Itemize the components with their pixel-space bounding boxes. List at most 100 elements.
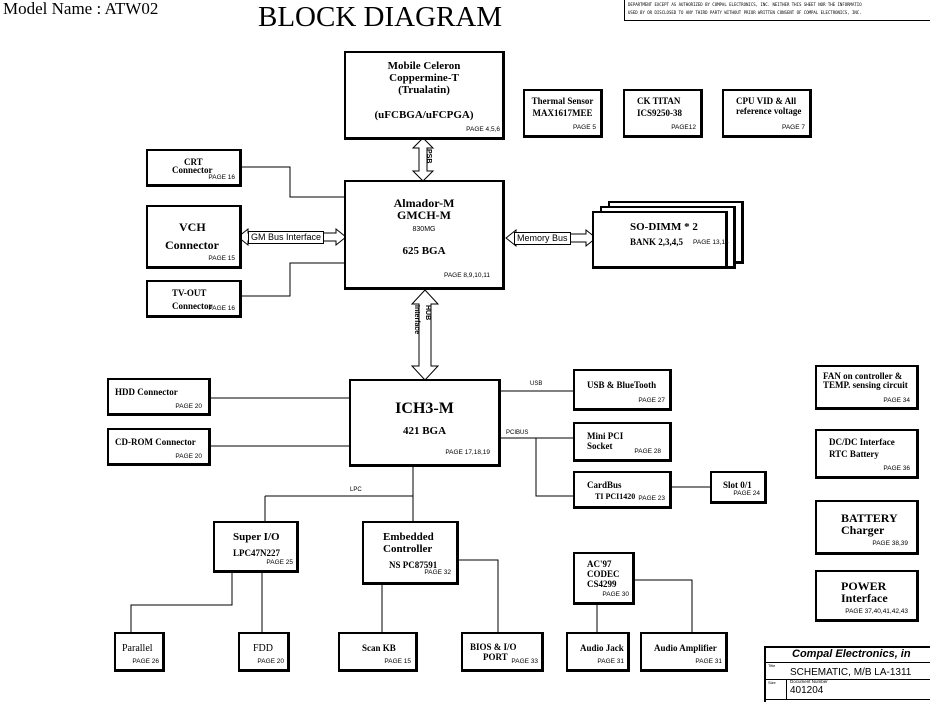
notice-line-1: DEPARTMENT EXCEPT AS AUTHORIZED BY COMPA… (628, 2, 862, 7)
tvout-line-2: Connector (172, 301, 213, 311)
ich3m-block: ICH3-M 421 BGA PAGE 17,18,19 (349, 379, 501, 467)
usb-bluetooth-block: USB & BlueTooth PAGE 27 (573, 369, 672, 411)
slot-block: Slot 0/1 PAGE 24 (710, 471, 767, 504)
minipci-page: PAGE 28 (634, 447, 661, 455)
ec-line-2: Controller (383, 543, 433, 555)
power-line-1: POWER (841, 579, 887, 593)
dcdc-interface-block: DC/DC Interface RTC Battery PAGE 36 (815, 429, 919, 479)
parallel-block: Parallel PAGE 26 (114, 632, 165, 672)
usb-page: PAGE 27 (638, 396, 665, 404)
audiojack-page: PAGE 31 (597, 657, 624, 665)
tvout-page: PAGE 16 (208, 304, 235, 312)
ac97-line-1: AC'97 (587, 559, 612, 569)
embedded-controller-block: Embedded Controller NS PC87591 PAGE 32 (362, 521, 459, 585)
thermal-sensor-block: Thermal Sensor MAX1617MEE PAGE 5 (523, 89, 603, 138)
power-interface-block: POWER Interface PAGE 37,40,41,42,43 (815, 570, 919, 622)
fan-controller-block: FAN on controller & TEMP. sensing circui… (815, 365, 919, 410)
confidential-notice: DEPARTMENT EXCEPT AS AUTHORIZED BY COMPA… (624, 0, 930, 21)
memory-bus-label: Memory Bus (514, 232, 571, 245)
mini-pci-block: Mini PCI Socket PAGE 28 (573, 422, 672, 462)
cardbus-line-2: TI PCI1420 (595, 492, 636, 501)
crt-line-2: Connector (172, 165, 213, 175)
battery-charger-block: BATTERY Charger PAGE 38,39 (815, 500, 919, 555)
ac97-line-2: CODEC (587, 569, 620, 579)
cdrom-page: PAGE 20 (175, 452, 202, 460)
cardbus-page: PAGE 23 (638, 494, 665, 502)
thermal-line-2: MAX1617MEE (532, 108, 593, 118)
ck-page: PAGE12 (671, 123, 696, 131)
schematic-title: SCHEMATIC, M/B LA-1311 (790, 667, 912, 678)
size-field-label: Size (768, 680, 776, 685)
ich-line-2: 421 BGA (402, 425, 447, 437)
superio-line-2: LPC47N227 (233, 548, 280, 558)
bios-line-1: BIOS & I/O (470, 642, 517, 652)
vch-line-2: Connector (165, 238, 219, 252)
hdd-connector-block: HDD Connector PAGE 20 (107, 378, 211, 416)
audioamp-line-1: Audio Amplifier (654, 643, 717, 653)
fan-line-1: FAN on controller & (823, 371, 903, 381)
cpu-line-2: Coppermine-T (389, 72, 459, 84)
gmch-block: Almador-M GMCH-M 830MG 625 BGA PAGE 8,9,… (344, 180, 505, 290)
hdd-line-1: HDD Connector (115, 387, 178, 397)
crt-line-1: CRT (184, 157, 203, 167)
cpu-line-3: (Trualatin) (398, 84, 450, 96)
dcdc-line-2: RTC Battery (829, 449, 879, 459)
super-io-block: Super I/O LPC47N227 PAGE 25 (213, 521, 299, 573)
docnum-field-label: Document Number (790, 679, 828, 684)
diagram-title: BLOCK DIAGRAM (258, 1, 503, 33)
ac97-codec-block: AC'97 CODEC CS4299 PAGE 30 (573, 552, 635, 605)
cpuvid-line-2: reference voltage (736, 106, 802, 116)
audiojack-line-1: Audio Jack (580, 643, 624, 653)
gmch-page: PAGE 8,9,10,11 (443, 271, 490, 279)
usb-bus-label: USB (530, 381, 543, 387)
thermal-line-1: Thermal Sensor (531, 96, 594, 106)
psb-label: PSB (425, 149, 432, 164)
audio-jack-block: Audio Jack PAGE 31 (566, 632, 630, 672)
vch-line-1: VCH (179, 220, 206, 234)
ck-titan-block: CK TITAN ICS9250-38 PAGE12 (623, 89, 703, 138)
ac97-line-3: CS4299 (587, 579, 617, 589)
hub-label-2: Interface (413, 305, 420, 335)
cpu-block: Mobile Celeron Coppermine-T (Trualatin) … (344, 51, 505, 140)
crt-page: PAGE 16 (208, 173, 235, 181)
minipci-line-1: Mini PCI (587, 431, 624, 441)
lpc-bus-label: LPC (350, 487, 362, 493)
slot-line-1: Slot 0/1 (723, 480, 752, 490)
scankb-page: PAGE 15 (384, 657, 411, 665)
cpu-line-4: (uFCBGA/uFCPGA) (374, 109, 474, 121)
cpu-line-1: Mobile Celeron (387, 60, 461, 72)
vch-connector-block: VCH Connector PAGE 15 (146, 205, 242, 269)
power-page: PAGE 37,40,41,42,43 (845, 607, 908, 615)
sodimm-page: PAGE 13,14 (693, 239, 729, 246)
parallel-page: PAGE 26 (132, 657, 159, 665)
power-line-2: Interface (841, 591, 888, 605)
ck-line-1: CK TITAN (637, 96, 681, 106)
pci-bus-label: PCIBUS (506, 430, 529, 436)
model-name: Model Name : ATW02 (3, 0, 159, 18)
tvout-line-1: TV-OUT (172, 288, 207, 298)
ich-line-1: ICH3-M (395, 400, 454, 417)
cardbus-line-1: CardBus (587, 480, 622, 490)
ec-page: PAGE 32 (424, 568, 451, 576)
cdrom-connector-block: CD-ROM Connector PAGE 20 (107, 428, 211, 466)
dcdc-line-1: DC/DC Interface (829, 437, 895, 447)
fdd-line-1: FDD (253, 643, 274, 654)
slot-page: PAGE 24 (733, 489, 760, 497)
gmch-line-3: 830MG (412, 226, 436, 233)
notice-line-2: USED BY OR DISCLOSED TO ANY THIRD PARTY … (628, 10, 862, 15)
fan-line-2: TEMP. sensing circuit (823, 380, 908, 390)
scankb-line-1: Scan KB (362, 643, 396, 653)
parallel-line-1: Parallel (122, 643, 153, 654)
battery-line-2: Charger (841, 523, 885, 537)
gmch-line-1: Almador-M (393, 196, 455, 210)
company-name: Compal Electronics, in (792, 648, 911, 660)
ec-line-3: NS PC87591 (389, 560, 438, 570)
hdd-page: PAGE 20 (175, 402, 202, 410)
ac97-page: PAGE 30 (602, 590, 629, 598)
hub-label-1: HUB (424, 305, 431, 321)
document-number: 401204 (790, 685, 824, 696)
usb-line-1: USB & BlueTooth (587, 380, 657, 390)
title-field-label: Title (768, 663, 776, 668)
minipci-line-2: Socket (587, 441, 613, 451)
cpuvid-page: PAGE 7 (781, 123, 805, 131)
